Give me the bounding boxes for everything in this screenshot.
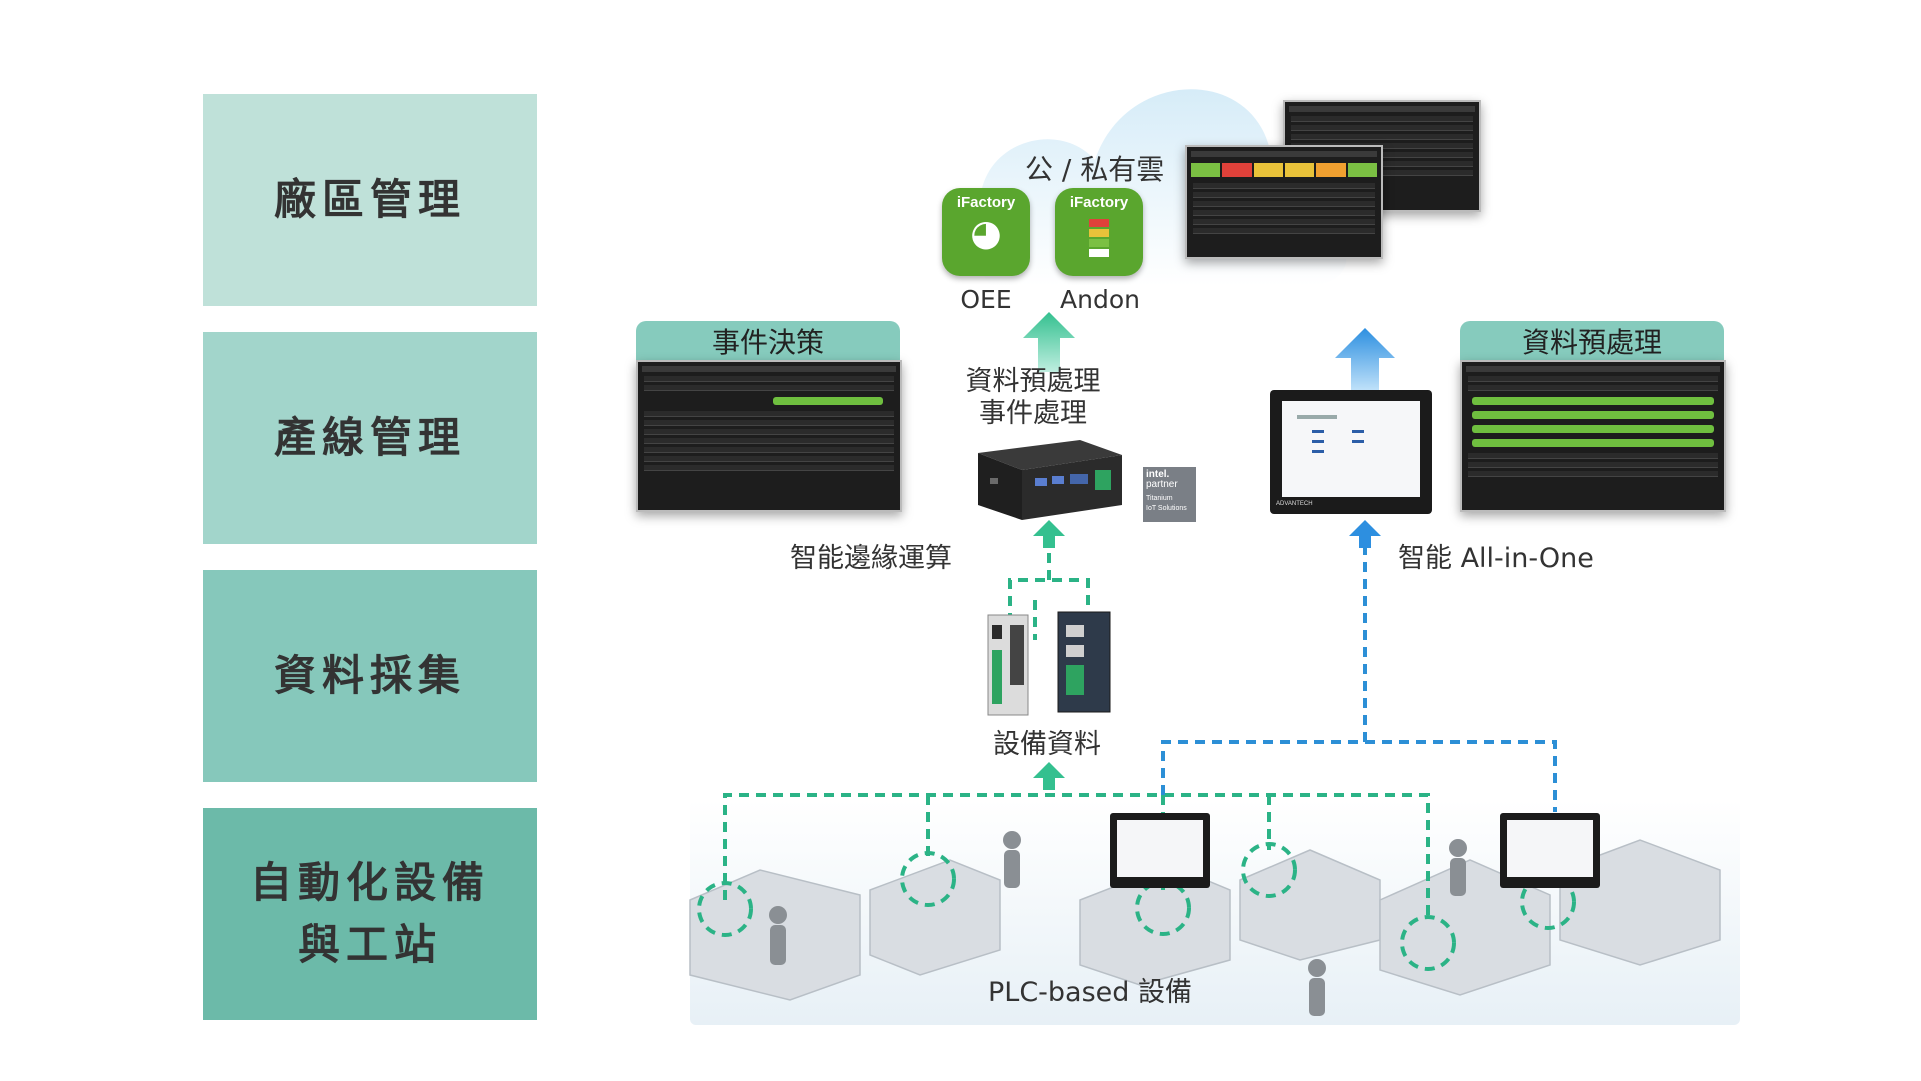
data-preprocessing-dashboard — [1460, 360, 1726, 512]
layer-label: 產線管理 — [273, 413, 466, 462]
panel-pc-small — [1110, 813, 1210, 888]
andon-app-icon[interactable]: iFactory — [1055, 188, 1143, 276]
panel-pc-small — [1500, 813, 1600, 888]
process-label: 資料預處理 事件處理 — [966, 366, 1101, 430]
plc-equipment-label: PLC-based 設備 — [987, 977, 1193, 1008]
intel-badge-text: intel. partner Titanium IoT Solutions — [1146, 469, 1187, 513]
worker-figures — [769, 831, 1467, 1016]
layer-line-management: 產線管理 — [203, 332, 537, 544]
all-in-one-label: 智能 All-in-One — [1398, 543, 1594, 574]
layer-automation-equipment: 自動化設備 與工站 — [203, 808, 537, 1020]
process-label-line1: 資料預處理 — [965, 366, 1101, 397]
process-label-line2: 事件處理 — [979, 398, 1087, 429]
cloud-dashboard-screen — [1185, 145, 1383, 259]
app-name-andon: Andon — [1060, 285, 1140, 314]
traffic-light-icon — [1089, 219, 1109, 257]
gateway-device — [987, 614, 1029, 716]
blue-data-flow — [1161, 535, 1557, 812]
device-data-label: 設備資料 — [993, 729, 1101, 760]
cloud-label: 公 / 私有雲 — [1025, 153, 1165, 186]
green-data-flow — [723, 540, 1430, 920]
layer-plant-management: 廠區管理 — [203, 94, 537, 306]
app-name-oee: OEE — [960, 285, 1012, 314]
arrow-up-icon — [1335, 328, 1395, 548]
all-in-one-panel-pc — [1270, 390, 1432, 514]
intel-partner-badge — [1143, 467, 1196, 522]
app-brand: iFactory — [1069, 194, 1129, 211]
panel-title-data-preprocessing: 資料預處理 — [1460, 321, 1724, 365]
layer-label: 廠區管理 — [273, 175, 466, 224]
layer-label: 自動化設備 與工站 — [249, 858, 490, 969]
panel-title-event-decision: 事件決策 — [636, 321, 900, 365]
app-brand: iFactory — [956, 194, 1016, 211]
oee-app-icon[interactable]: iFactory ◕ — [942, 188, 1030, 276]
gauge-icon: ◕ — [970, 213, 1002, 254]
edge-computer-device — [978, 440, 1122, 520]
gateway-device — [1057, 611, 1111, 713]
arrow-up-icon — [1023, 312, 1075, 790]
edge-device-label: 智能邊緣運算 — [790, 543, 952, 574]
layer-label: 資料採集 — [273, 651, 466, 700]
layer-data-acquisition: 資料採集 — [203, 570, 537, 782]
aio-brand: ADVANTECH — [1276, 501, 1313, 507]
event-decision-dashboard — [636, 360, 902, 512]
